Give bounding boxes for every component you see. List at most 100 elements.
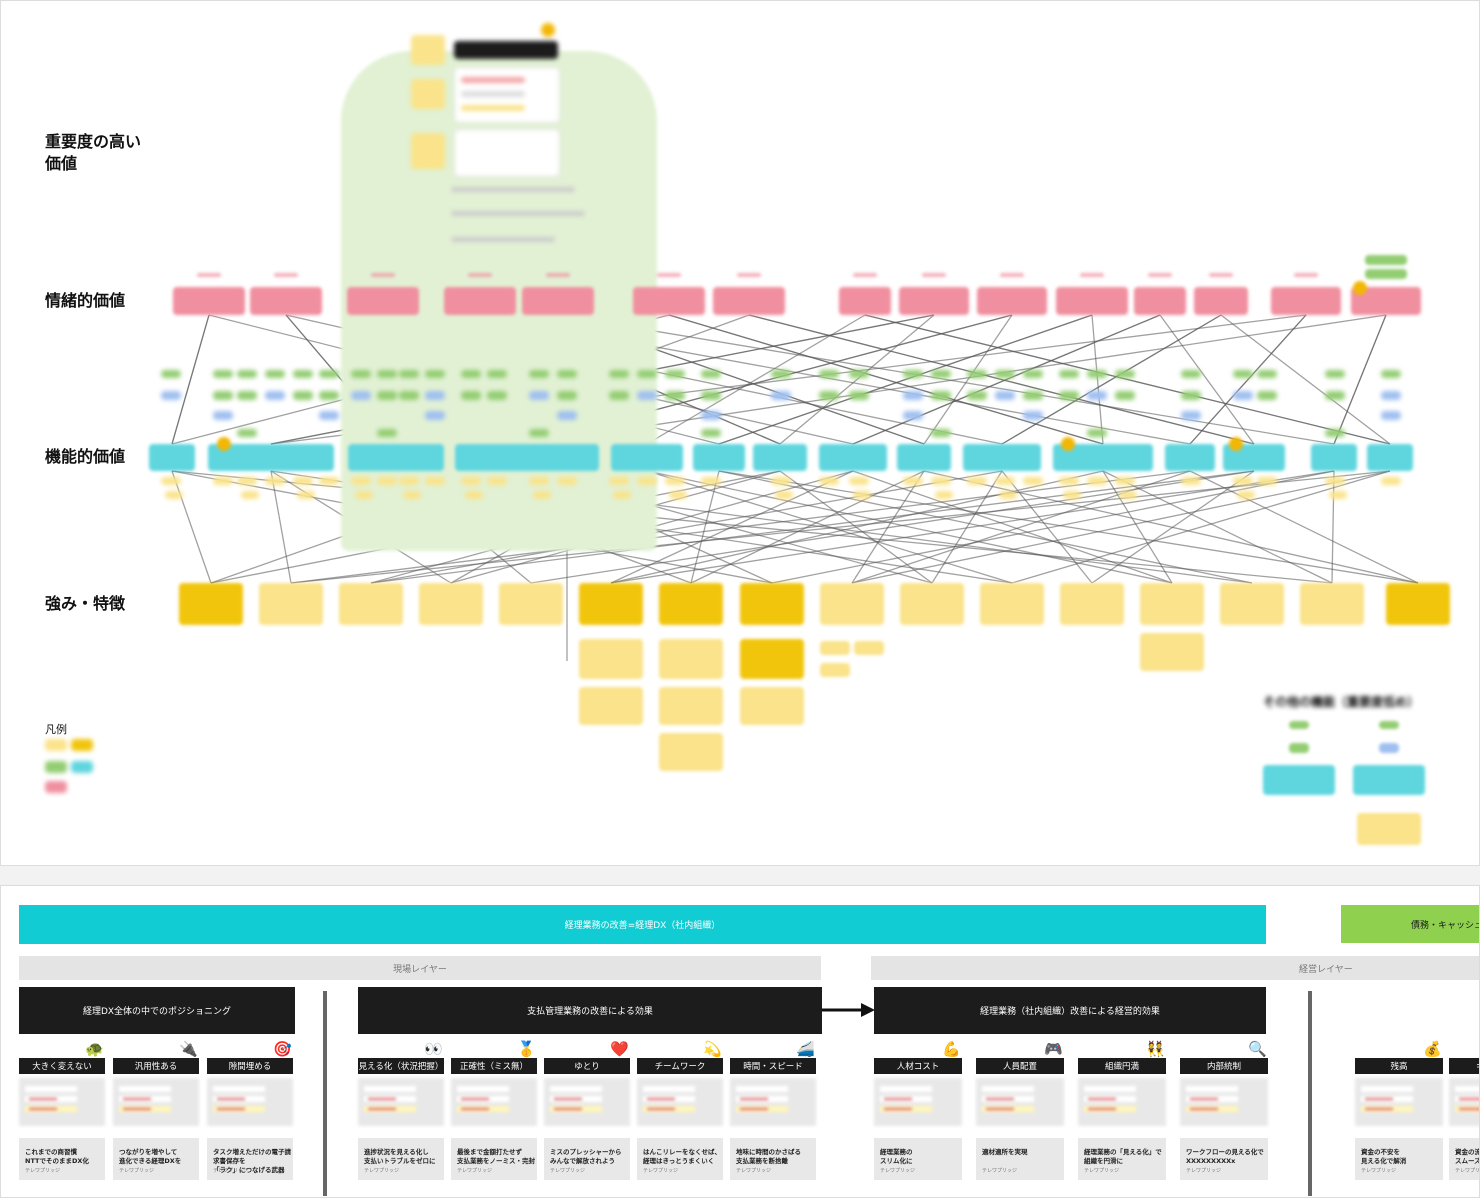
feature-tag[interactable] bbox=[903, 477, 923, 485]
feature-tag[interactable] bbox=[355, 491, 373, 499]
functional-node[interactable] bbox=[753, 444, 807, 471]
strength-node[interactable] bbox=[1357, 813, 1421, 845]
benefit-tag[interactable] bbox=[609, 391, 629, 400]
feature-tag[interactable] bbox=[665, 477, 685, 485]
benefit-tag[interactable] bbox=[1023, 370, 1043, 378]
feature-tag[interactable] bbox=[995, 477, 1015, 485]
column-header[interactable]: 見える化（状況把握） bbox=[358, 1058, 444, 1074]
emotional-tag[interactable] bbox=[657, 273, 681, 277]
benefit-tag[interactable] bbox=[903, 391, 923, 400]
feature-tag[interactable] bbox=[931, 477, 951, 485]
benefit-tag[interactable] bbox=[293, 391, 313, 400]
benefit-tag[interactable] bbox=[967, 370, 987, 378]
feature-tag[interactable] bbox=[399, 477, 419, 485]
emotional-tag[interactable] bbox=[468, 273, 492, 277]
feature-tag[interactable] bbox=[1325, 477, 1345, 485]
strength-node[interactable] bbox=[980, 583, 1044, 625]
benefit-tag[interactable] bbox=[237, 429, 257, 437]
benefit-tag[interactable] bbox=[557, 370, 577, 378]
feature-tag[interactable] bbox=[293, 477, 313, 485]
important-header[interactable] bbox=[454, 41, 558, 59]
emotional-node[interactable] bbox=[347, 287, 419, 315]
value-card[interactable]: これまでの商習慣 NTTでそのままDX化テレワプリッジ bbox=[19, 1138, 105, 1180]
emotional-tag[interactable] bbox=[274, 273, 298, 277]
functional-node[interactable] bbox=[149, 444, 195, 471]
value-card[interactable]: ミスのプレッシャーから みんなで解放されようテレワプリッジ bbox=[544, 1138, 630, 1180]
benefit-tag[interactable] bbox=[819, 370, 839, 378]
benefit-tag[interactable] bbox=[931, 391, 951, 400]
emotional-node[interactable] bbox=[250, 287, 322, 315]
column-header[interactable]: 時間・スピード bbox=[730, 1058, 816, 1074]
column-header[interactable]: 隙間埋める bbox=[207, 1058, 293, 1074]
value-card[interactable]: 経理業務の「見える化」で 組織を円滑にテレワプリッジ bbox=[1078, 1138, 1166, 1180]
strength-node[interactable] bbox=[659, 733, 723, 771]
benefit-tag[interactable] bbox=[237, 370, 257, 378]
benefit-tag[interactable] bbox=[849, 391, 869, 400]
strength-node[interactable] bbox=[1140, 583, 1204, 625]
emotional-node[interactable] bbox=[839, 287, 891, 315]
emotional-tag[interactable] bbox=[546, 273, 570, 277]
value-card[interactable]: 地味に時間のかさばる 支払業務を断捨離テレワプリッジ bbox=[730, 1138, 816, 1180]
benefit-tag[interactable] bbox=[1289, 721, 1309, 729]
benefit-tag[interactable] bbox=[931, 429, 951, 437]
strength-node[interactable] bbox=[740, 687, 804, 725]
benefit-tag[interactable] bbox=[487, 370, 507, 378]
benefit-tag[interactable] bbox=[461, 370, 481, 378]
feature-tag[interactable] bbox=[1181, 477, 1201, 485]
strength-node[interactable] bbox=[499, 583, 563, 625]
emotional-tag[interactable] bbox=[1294, 273, 1318, 277]
sticky-note[interactable] bbox=[411, 35, 445, 65]
feature-tag[interactable] bbox=[487, 477, 507, 485]
value-card[interactable]: タスク増えただけの電子請求書保存を 「ラク」につなげる武器テレワプリッジ bbox=[207, 1138, 293, 1180]
strength-node[interactable] bbox=[579, 583, 643, 625]
benefit-tag[interactable] bbox=[1087, 370, 1107, 378]
functional-node[interactable] bbox=[693, 444, 745, 471]
detail-card[interactable] bbox=[1355, 1078, 1443, 1126]
benefit-tag[interactable] bbox=[771, 370, 791, 378]
strength-node[interactable] bbox=[820, 663, 850, 677]
feature-tag[interactable] bbox=[1381, 477, 1401, 485]
benefit-tag[interactable] bbox=[1059, 370, 1079, 378]
feature-tag[interactable] bbox=[533, 491, 551, 499]
strength-node[interactable] bbox=[579, 687, 643, 725]
benefit-tag[interactable] bbox=[1381, 411, 1401, 420]
benefit-tag[interactable] bbox=[849, 370, 869, 378]
benefit-tag[interactable] bbox=[1023, 391, 1043, 400]
emotional-tag[interactable] bbox=[1000, 273, 1024, 277]
strength-node[interactable] bbox=[259, 583, 323, 625]
column-header[interactable]: 人材コスト bbox=[874, 1058, 962, 1074]
functional-node[interactable] bbox=[1165, 444, 1215, 471]
top-banner[interactable]: 経理業務の改善=経理DX（社内組織） bbox=[19, 905, 1266, 944]
feature-tag[interactable] bbox=[465, 491, 483, 499]
feature-tag[interactable] bbox=[1329, 491, 1347, 499]
strength-node[interactable] bbox=[1220, 583, 1284, 625]
value-card[interactable]: 進捗状況を見える化し 支払いトラブルをゼロにテレワプリッジ bbox=[358, 1138, 444, 1180]
emotional-tag[interactable] bbox=[737, 273, 761, 277]
feature-tag[interactable] bbox=[1115, 477, 1135, 485]
functional-node[interactable] bbox=[611, 444, 683, 471]
detail-card[interactable] bbox=[1180, 1078, 1268, 1126]
benefit-tag[interactable] bbox=[1115, 370, 1135, 378]
feature-tag[interactable] bbox=[609, 477, 629, 485]
strength-node[interactable] bbox=[740, 583, 804, 625]
benefit-tag[interactable] bbox=[1379, 743, 1399, 753]
detail-card[interactable] bbox=[207, 1078, 293, 1126]
feature-tag[interactable] bbox=[213, 477, 233, 485]
feature-tag[interactable] bbox=[351, 477, 371, 485]
functional-node[interactable] bbox=[348, 444, 444, 471]
emotional-node[interactable] bbox=[977, 287, 1047, 315]
functional-node[interactable] bbox=[455, 444, 599, 471]
benefit-tag[interactable] bbox=[213, 391, 233, 400]
benefit-tag[interactable] bbox=[425, 370, 445, 378]
benefit-tag[interactable] bbox=[351, 370, 371, 378]
strength-node[interactable] bbox=[1386, 583, 1450, 625]
benefit-tag[interactable] bbox=[931, 370, 951, 378]
strength-node[interactable] bbox=[659, 583, 723, 625]
benefit-tag[interactable] bbox=[557, 411, 577, 420]
benefit-tag[interactable] bbox=[293, 370, 313, 378]
column-header[interactable]: 組織円満 bbox=[1078, 1058, 1166, 1074]
section-header[interactable]: 経理業務（社内組織）改善による経営的効果 bbox=[874, 987, 1266, 1034]
benefit-tag[interactable] bbox=[265, 370, 285, 378]
feature-tag[interactable] bbox=[425, 477, 445, 485]
benefit-tag[interactable] bbox=[701, 429, 721, 437]
